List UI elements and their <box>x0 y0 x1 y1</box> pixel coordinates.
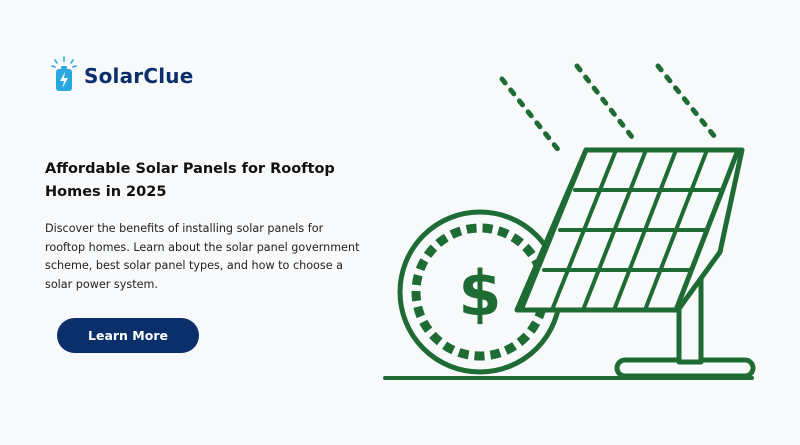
page-title: Affordable Solar Panels for Rooftop Home… <box>45 161 335 200</box>
sunlight-rays-icon <box>499 63 718 155</box>
coin-dollar-sign: $ <box>458 257 501 330</box>
learn-more-button[interactable]: Learn More <box>57 318 199 353</box>
solar-panel-icon <box>514 147 756 379</box>
solar-battery-icon <box>50 55 78 97</box>
brand-name: SolarClue <box>84 64 194 88</box>
brand-logo[interactable]: SolarClue <box>50 55 194 97</box>
page-description: Discover the benefits of installing sola… <box>45 222 360 291</box>
